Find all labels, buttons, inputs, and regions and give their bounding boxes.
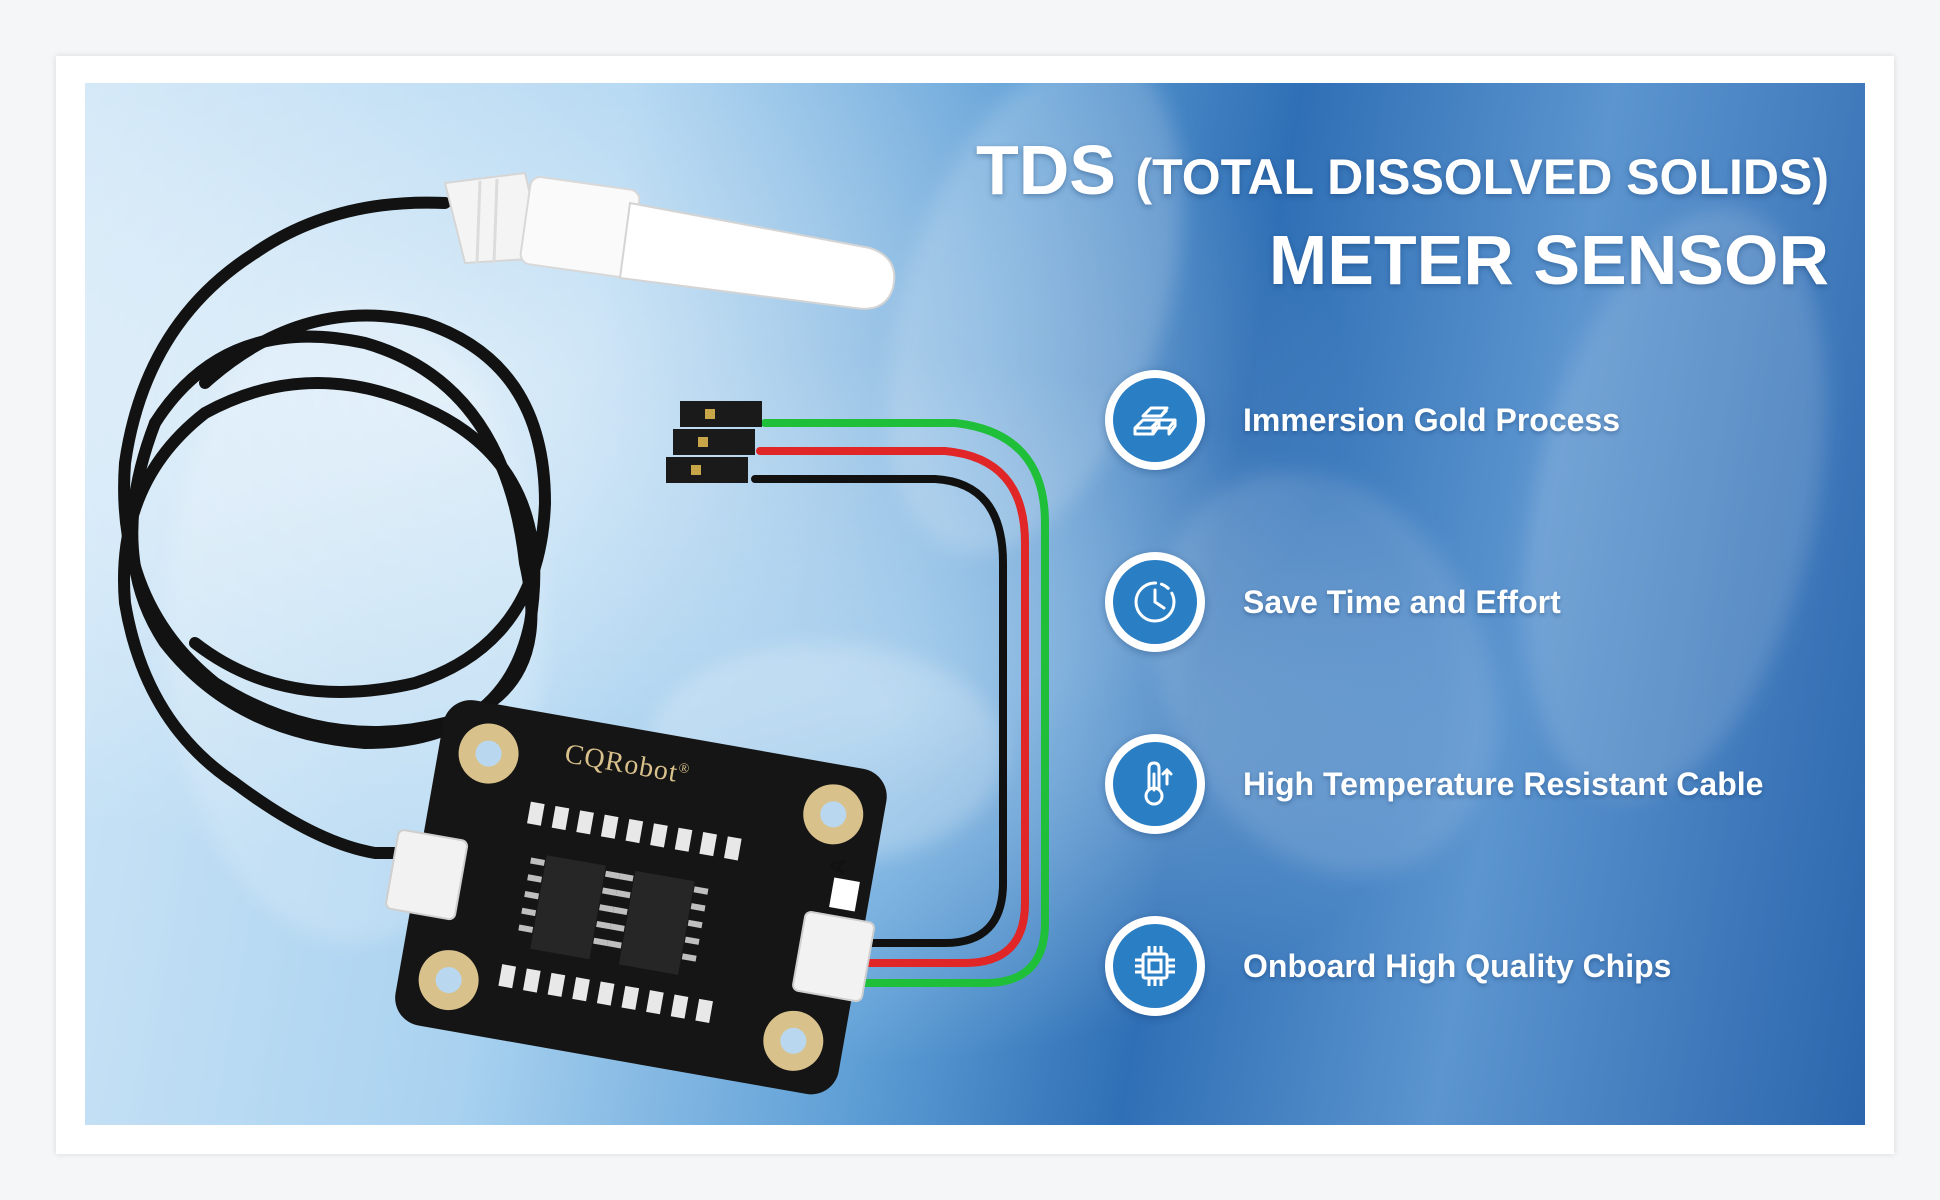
feature-label: Immersion Gold Process <box>1243 401 1621 438</box>
white-probe <box>443 171 896 310</box>
title-line-2: METER SENSOR <box>1268 221 1829 299</box>
feature-label: High Temperature Resistant Cable <box>1243 765 1764 802</box>
gold-bars-icon <box>1133 406 1177 436</box>
jumper-wires <box>751 419 1049 987</box>
green-wire <box>761 419 1049 987</box>
probe-cable <box>118 196 552 859</box>
feature-label: Save Time and Effort <box>1243 583 1561 620</box>
feature-immersion-gold: Immersion Gold Process <box>1105 365 1825 475</box>
feature-icon-badge <box>1105 552 1205 652</box>
tds-sensor-illustration <box>118 171 1049 1095</box>
feature-onboard-chips: Onboard High Quality Chips <box>1105 911 1825 1021</box>
thermometer-icon <box>1144 761 1173 806</box>
chip-icon <box>1135 946 1175 986</box>
dupont-connectors <box>666 401 762 483</box>
clock-icon <box>1134 581 1176 623</box>
sensor-board <box>385 700 887 1095</box>
black-wire <box>751 475 1007 947</box>
title-line-1: TDS (TOTAL DISSOLVED SOLIDS) <box>976 129 1829 218</box>
product-banner: CQRobot® A TDS (TOTAL DISSOLVED SOLIDS) … <box>85 83 1865 1125</box>
feature-icon-badge <box>1105 916 1205 1016</box>
feature-icon-badge <box>1105 734 1205 834</box>
banner-title: TDS (TOTAL DISSOLVED SOLIDS) METER SENSO… <box>976 129 1829 302</box>
red-wire <box>756 447 1029 967</box>
feature-icon-badge <box>1105 370 1205 470</box>
feature-high-temp-cable: High Temperature Resistant Cable <box>1105 729 1825 839</box>
title-parenthetical: (TOTAL DISSOLVED SOLIDS) <box>1135 149 1829 205</box>
feature-label: Onboard High Quality Chips <box>1243 947 1672 984</box>
title-main: TDS <box>975 131 1116 209</box>
feature-save-time: Save Time and Effort <box>1105 547 1825 657</box>
